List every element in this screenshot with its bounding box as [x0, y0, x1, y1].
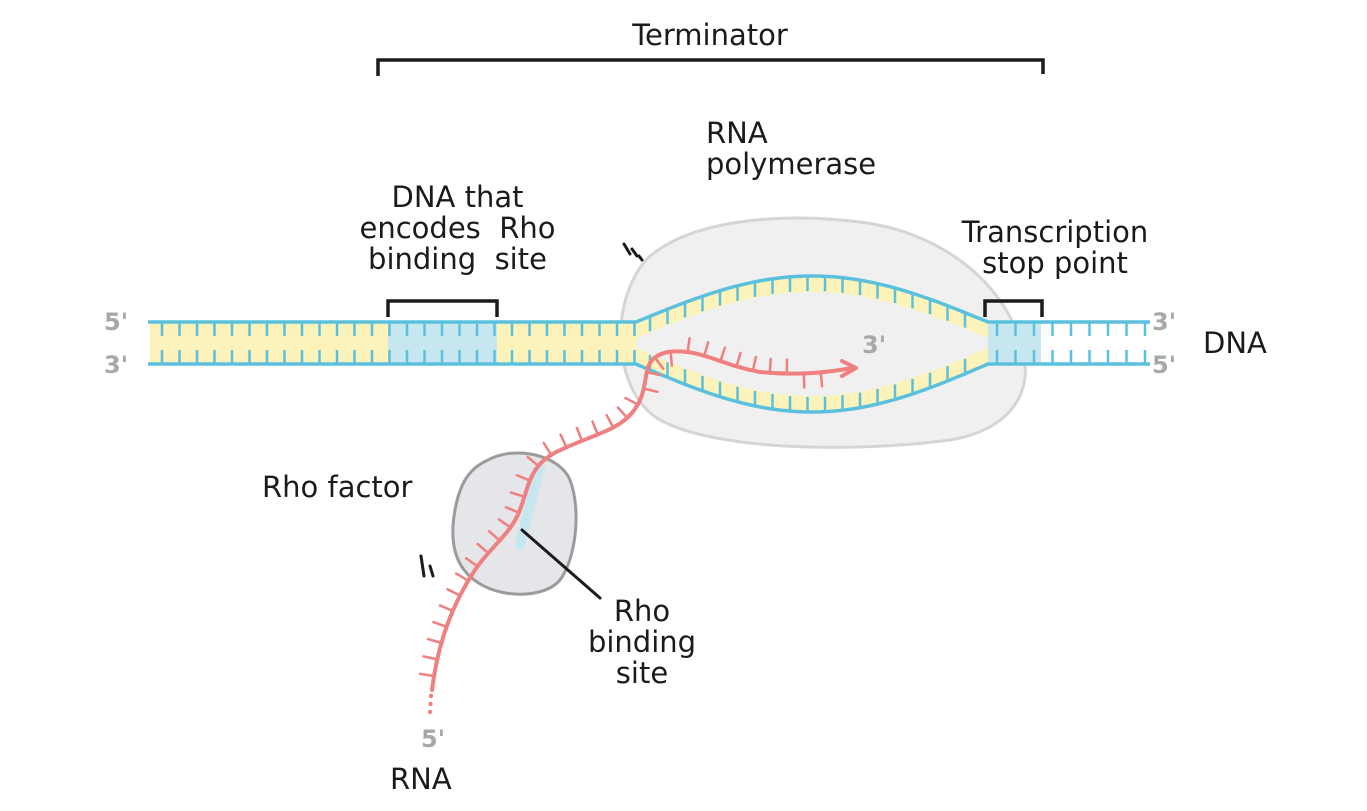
rna-base-tick	[433, 622, 446, 627]
rna-base-tick	[804, 373, 805, 387]
dna-bottom-right-end: 5'	[1152, 352, 1176, 378]
rna-label: RNA	[390, 764, 452, 795]
dna-top-right-end: 3'	[1152, 309, 1176, 335]
rho-factor-label: Rho factor	[262, 472, 412, 503]
rna-base-tick	[821, 372, 822, 386]
polymerase-motion-marks	[624, 244, 642, 260]
terminator-label: Terminator	[600, 20, 820, 51]
rna-base-tick	[592, 422, 597, 435]
rna-base-tick	[440, 605, 453, 611]
rna-base-tick	[618, 408, 627, 418]
rna-dot	[428, 710, 432, 714]
rna-dot	[429, 694, 433, 698]
motion-mark	[639, 256, 642, 260]
dna-rho-site-label: DNA that encodes Rho binding site	[330, 182, 585, 275]
motion-mark	[624, 244, 630, 254]
rna-base-tick	[607, 415, 614, 427]
rna-base-tick	[770, 359, 771, 373]
rho-site-bracket	[388, 301, 497, 317]
motion-mark	[430, 566, 433, 576]
rna-base-tick	[671, 352, 672, 366]
rna-base-tick	[428, 639, 441, 643]
rna-base-tick	[625, 398, 637, 405]
motion-mark	[421, 556, 424, 576]
stop-point-label: Transcription stop point	[915, 217, 1195, 279]
rna-polymerase-label: RNA polymerase	[706, 118, 876, 180]
dna-bottom-left-end: 3'	[104, 352, 128, 378]
motion-mark	[632, 249, 637, 256]
rna-base-tick	[544, 443, 551, 455]
rna-dotted-tail	[428, 694, 433, 714]
dna-label: DNA	[1203, 328, 1267, 359]
rna-base-tick	[424, 656, 438, 659]
rna-dot	[428, 702, 432, 706]
rna-5prime-end: 5'	[421, 726, 445, 752]
rho-motion-marks	[421, 556, 433, 576]
rho-binding-site-label: Rho binding site	[562, 596, 722, 689]
rna-base-tick	[448, 589, 460, 595]
dna-top-left-end: 5'	[104, 309, 128, 335]
rna-base-tick	[577, 428, 582, 441]
rna-3prime-end: 3'	[862, 332, 886, 358]
rna-base-tick	[561, 435, 567, 448]
rna-base-tick	[420, 674, 434, 676]
terminator-bracket	[378, 60, 1043, 76]
